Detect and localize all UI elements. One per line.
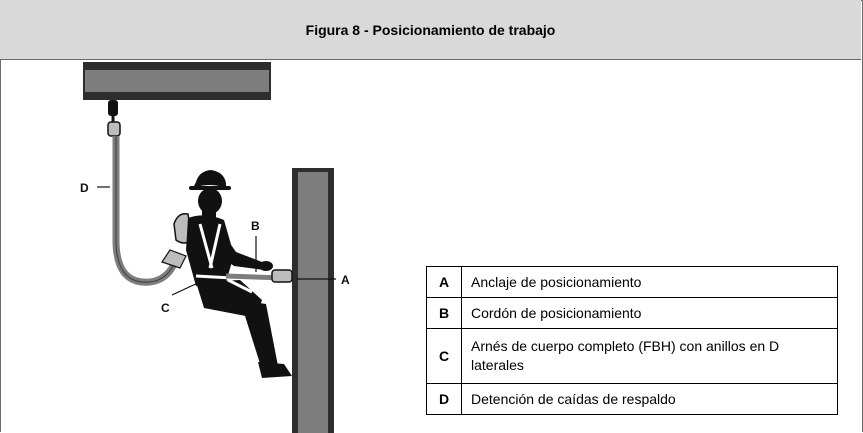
legend-row: C Arnés de cuerpo completo (FBH) con ani… (426, 328, 838, 384)
backup-fall-arrest-lanyard (107, 100, 187, 286)
legend-text: Anclaje de posicionamiento (461, 266, 838, 298)
legend-text: Cordón de posicionamiento (461, 297, 838, 329)
callout-b: B (251, 219, 260, 233)
legend-row: A Anclaje de posicionamiento (426, 266, 838, 298)
legend-row: D Detención de caídas de respaldo (426, 383, 838, 415)
positioning-lanyard (225, 269, 293, 283)
overhead-beam (83, 62, 271, 100)
callout-leaders (97, 186, 336, 296)
callout-c: C (161, 301, 170, 315)
callout-a: A (341, 273, 350, 287)
legend-text: Detención de caídas de respaldo (461, 383, 838, 415)
legend-key: C (426, 328, 462, 384)
legend-key: B (426, 297, 462, 329)
figure-header: Figura 8 - Posicionamiento de trabajo (0, 0, 861, 60)
legend-table: A Anclaje de posicionamiento B Cordón de… (426, 266, 838, 415)
figure-title: Figura 8 - Posicionamiento de trabajo (305, 21, 556, 38)
vertical-column (292, 168, 334, 433)
legend-key: A (426, 266, 462, 298)
callout-d: D (80, 181, 89, 195)
legend-text: Arnés de cuerpo completo (FBH) con anill… (461, 328, 838, 384)
legend-key: D (426, 383, 462, 415)
legend-row: B Cordón de posicionamiento (426, 297, 838, 329)
